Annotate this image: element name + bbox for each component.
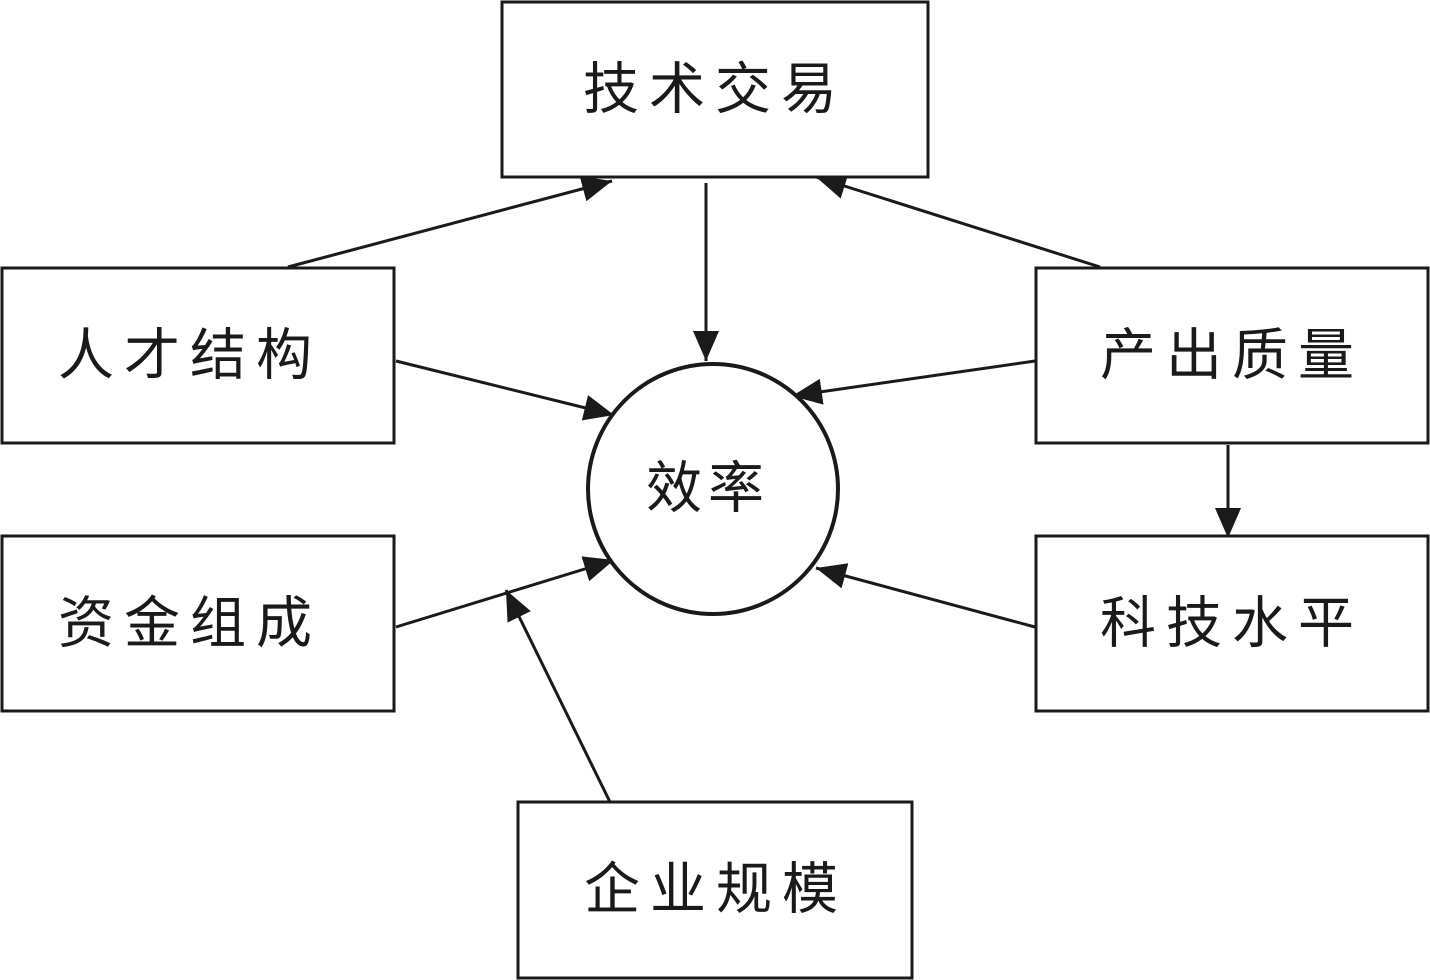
edge-tech-level-to-efficiency bbox=[815, 563, 1036, 629]
node-efficiency: 效率 bbox=[586, 362, 840, 616]
edge-output-to-tech-trade bbox=[815, 173, 1101, 269]
node-capital-composition-label: 资金组成 bbox=[58, 592, 322, 657]
node-efficiency-label: 效率 bbox=[646, 457, 770, 522]
node-tech-trade-label: 技术交易 bbox=[583, 58, 847, 123]
edge-talent-to-tech-trade bbox=[287, 176, 613, 269]
edge-scale-to-capital bbox=[504, 589, 612, 803]
node-enterprise-scale: 企业规模 bbox=[516, 800, 914, 980]
node-output-quality: 产出质量 bbox=[1034, 266, 1430, 445]
node-tech-trade: 技术交易 bbox=[500, 0, 930, 179]
edge-output-to-efficiency bbox=[791, 359, 1036, 405]
node-capital-composition: 资金组成 bbox=[0, 534, 396, 713]
node-talent-structure: 人才结构 bbox=[0, 266, 396, 445]
edge-capital-to-efficiency bbox=[395, 556, 615, 629]
node-tech-level: 科技水平 bbox=[1034, 534, 1430, 713]
node-talent-structure-label: 人才结构 bbox=[58, 324, 322, 389]
edge-talent-to-efficiency bbox=[395, 359, 615, 421]
node-tech-level-label: 科技水平 bbox=[1100, 592, 1364, 657]
node-output-quality-label: 产出质量 bbox=[1100, 324, 1364, 389]
edges bbox=[287, 173, 1241, 803]
node-enterprise-scale-label: 企业规模 bbox=[584, 858, 848, 923]
